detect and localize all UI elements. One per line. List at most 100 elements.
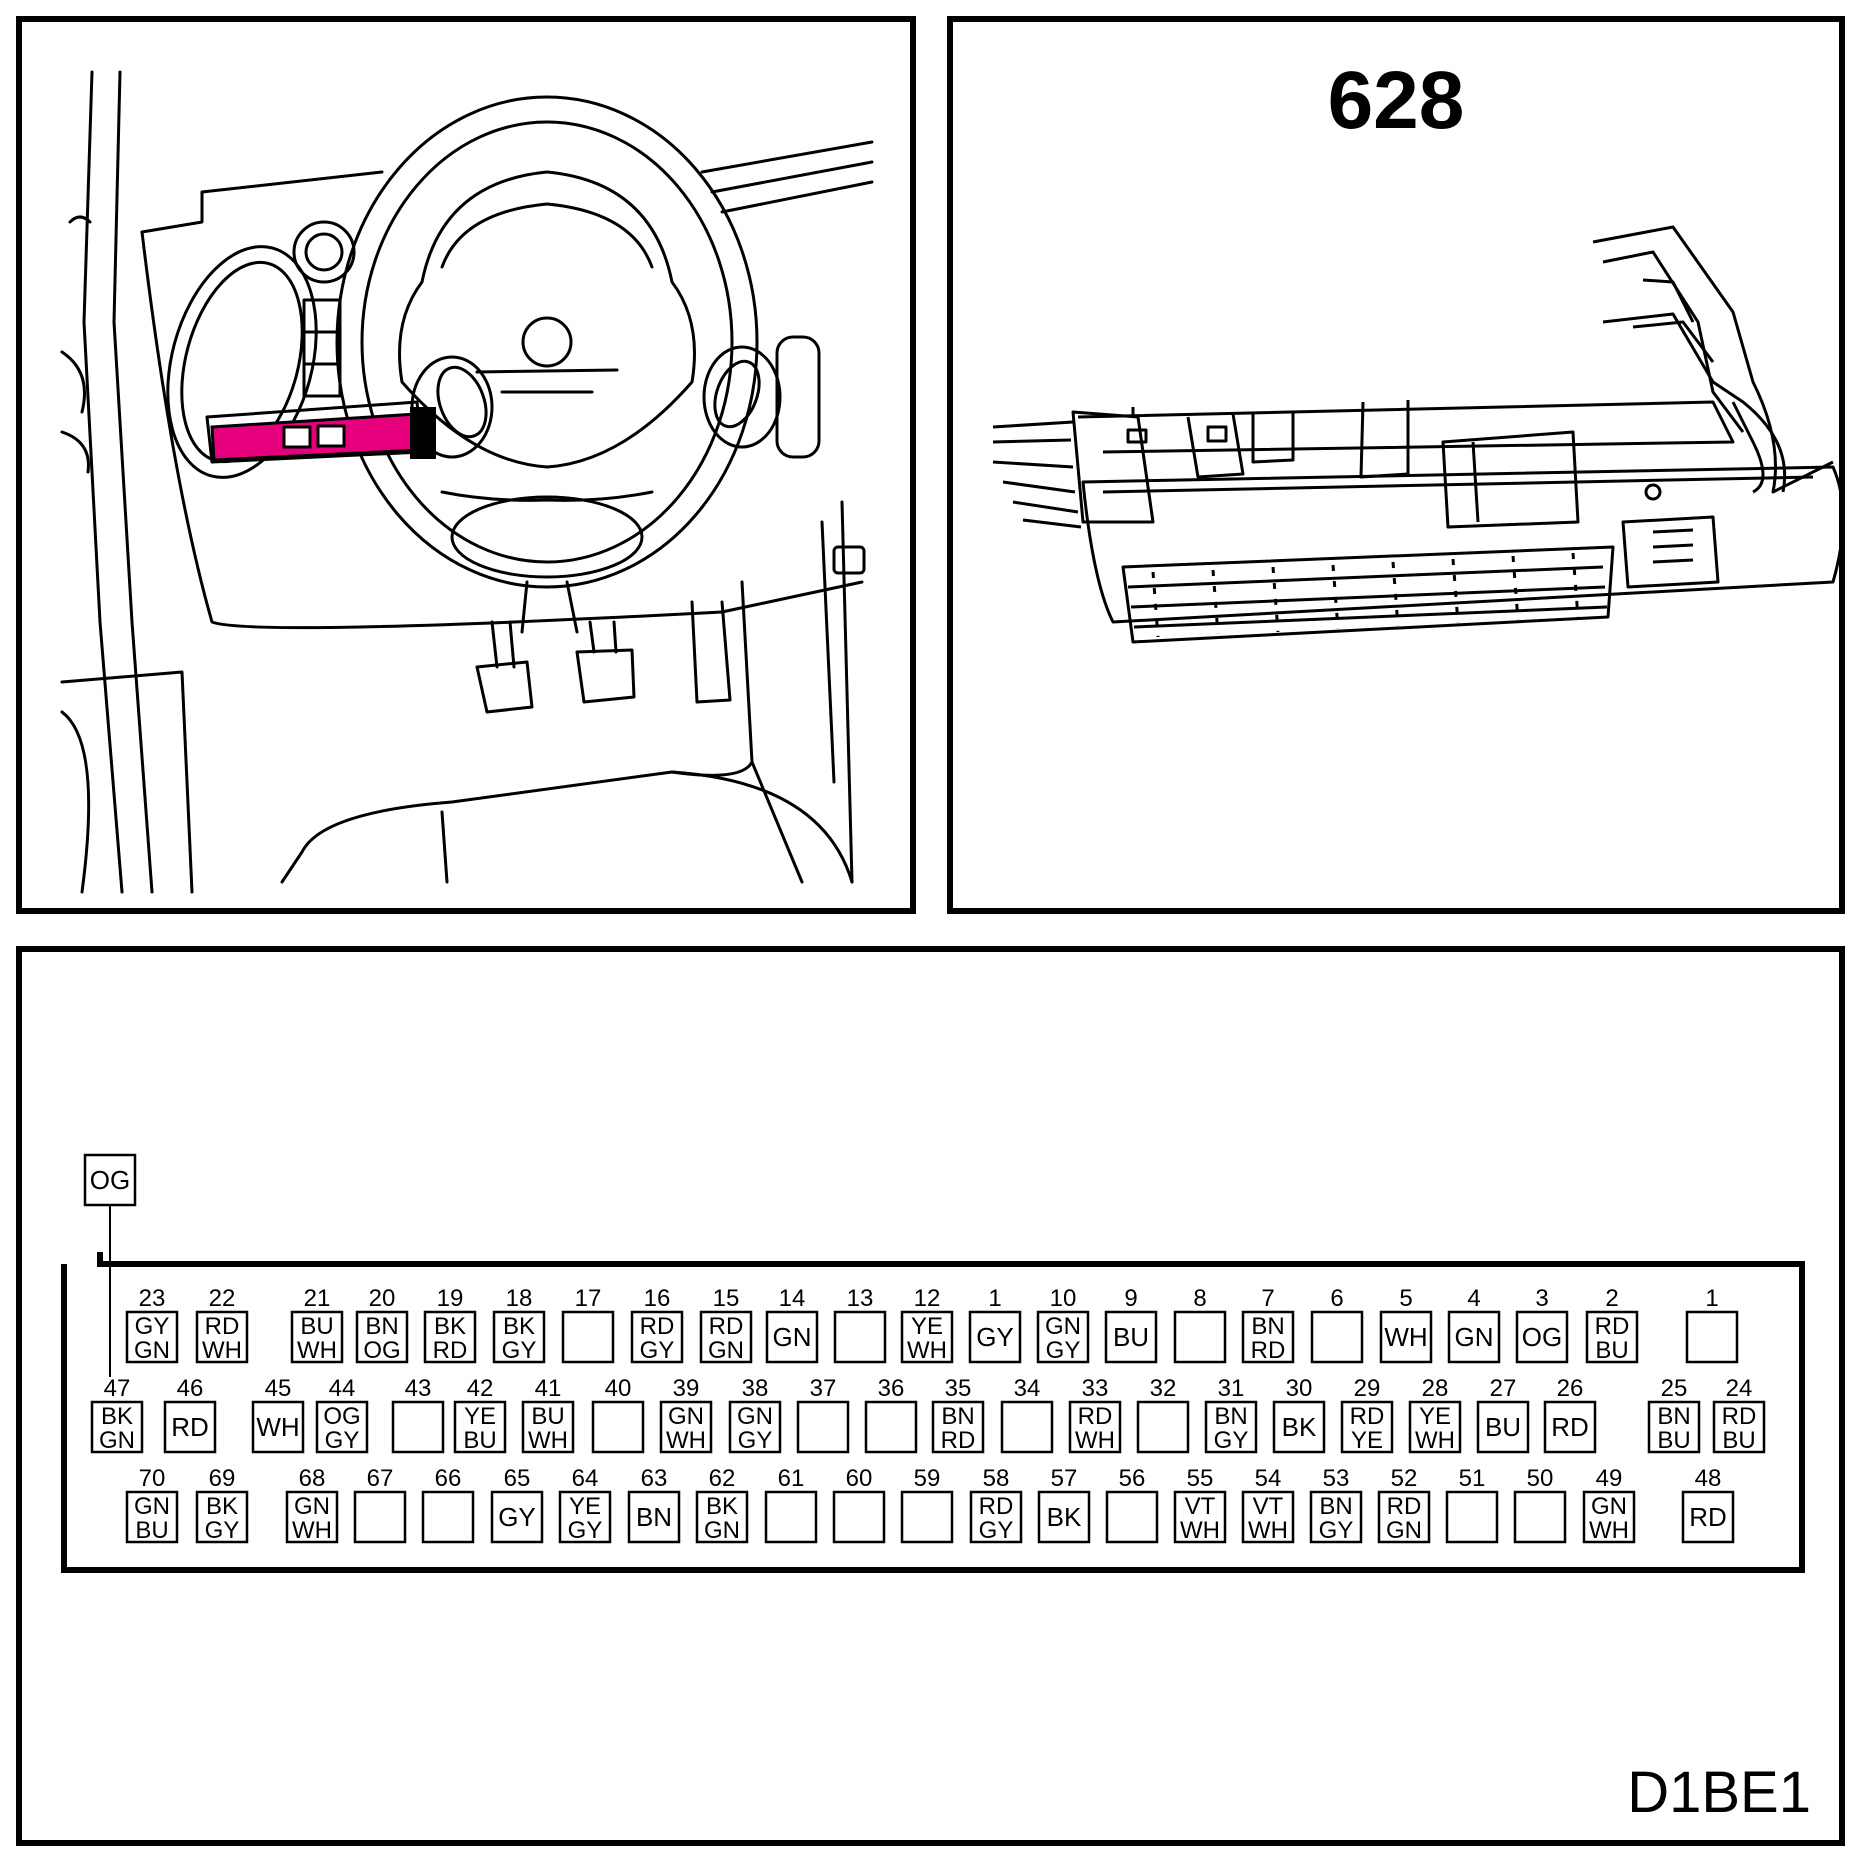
- pin-number: 53: [1323, 1465, 1350, 1492]
- wire-color-secondary: WH: [1248, 1517, 1288, 1544]
- wire-color-primary: VT: [1253, 1493, 1284, 1520]
- pin-box: [1104, 1310, 1158, 1364]
- pin-number: 43: [405, 1375, 432, 1402]
- wire-color-label: RD: [1689, 1502, 1727, 1532]
- pin-40: 40: [591, 1375, 645, 1454]
- pin-number: 24: [1726, 1375, 1753, 1402]
- pin-number: 25: [1661, 1375, 1688, 1402]
- pin-8: 8: [1173, 1285, 1227, 1364]
- wire-color-primary: BN: [1657, 1403, 1690, 1430]
- wire-color-primary: RD: [1078, 1403, 1113, 1430]
- pin-box: [285, 1490, 339, 1544]
- pin-box: [796, 1400, 850, 1454]
- wire-color-primary: YE: [911, 1313, 943, 1340]
- pin-number: 57: [1051, 1465, 1078, 1492]
- connector-drawing: [992, 225, 1839, 644]
- pin-number: 28: [1422, 1375, 1449, 1402]
- wire-color-label: GN: [773, 1322, 812, 1352]
- wire-color-primary: YE: [464, 1403, 496, 1430]
- pin-number: 16: [644, 1285, 671, 1312]
- wire-color-secondary: WH: [1589, 1517, 1629, 1544]
- wire-color-secondary: GY: [502, 1337, 537, 1364]
- wire-color-label: GN: [1455, 1322, 1494, 1352]
- wire-color-primary: GN: [134, 1493, 170, 1520]
- wire-color-primary: BN: [1214, 1403, 1247, 1430]
- wire-color-primary: GN: [737, 1403, 773, 1430]
- pin-3: 3OG: [1515, 1285, 1569, 1364]
- wire-color-secondary: BU: [135, 1517, 168, 1544]
- pin-number: 23: [139, 1285, 166, 1312]
- pin-number: 62: [709, 1465, 736, 1492]
- pin-box: [125, 1490, 179, 1544]
- pin-box: [1513, 1490, 1567, 1544]
- wire-color-primary: RD: [640, 1313, 675, 1340]
- wire-color-primary: BN: [941, 1403, 974, 1430]
- pin-box: [1515, 1310, 1569, 1364]
- wire-color-secondary: GY: [979, 1517, 1014, 1544]
- wire-color-label: BU: [1485, 1412, 1521, 1442]
- pin-box: [1340, 1400, 1394, 1454]
- connector-illustration-panel: 628: [947, 16, 1845, 914]
- wire-color-primary: YE: [569, 1493, 601, 1520]
- wire-color-primary: RD: [1387, 1493, 1422, 1520]
- wire-color-secondary: BU: [463, 1427, 496, 1454]
- pin-box: [90, 1400, 144, 1454]
- wire-color-secondary: RD: [1251, 1337, 1286, 1364]
- pin-6: 6: [1310, 1285, 1364, 1364]
- pin-number: 5: [1399, 1285, 1412, 1312]
- pin-box: [1445, 1490, 1499, 1544]
- wire-color-primary: GN: [294, 1493, 330, 1520]
- pin-box: [558, 1490, 612, 1544]
- wire-color-secondary: GN: [99, 1427, 135, 1454]
- pin-box: [195, 1310, 249, 1364]
- pin-number: 27: [1490, 1375, 1517, 1402]
- pin-number: 32: [1150, 1375, 1177, 1402]
- pin-number: 63: [641, 1465, 668, 1492]
- pin-number: 19: [437, 1285, 464, 1312]
- pin-number: 15: [713, 1285, 740, 1312]
- pin-box: [1685, 1310, 1739, 1364]
- wire-color-secondary: GN: [708, 1337, 744, 1364]
- pin-1: 1: [1685, 1285, 1739, 1364]
- pin-number: 40: [605, 1375, 632, 1402]
- wire-color-secondary: OG: [363, 1337, 400, 1364]
- pin-number: 33: [1082, 1375, 1109, 1402]
- wire-color-label: GY: [976, 1322, 1014, 1352]
- wire-color-primary: VT: [1185, 1493, 1216, 1520]
- pin-box: [1241, 1310, 1295, 1364]
- pin-number: 29: [1354, 1375, 1381, 1402]
- wire-color-label: RD: [1551, 1412, 1589, 1442]
- isolated-pin: OG: [83, 1153, 137, 1207]
- wire-color-label: GY: [498, 1502, 536, 1532]
- connector-id: 628: [1327, 55, 1465, 146]
- pin-box: [695, 1490, 749, 1544]
- pin-box: [353, 1490, 407, 1544]
- pin-36: 36: [864, 1375, 918, 1454]
- pin-box: [1136, 1400, 1190, 1454]
- pin-number: 50: [1527, 1465, 1554, 1492]
- wire-color-secondary: WH: [1415, 1427, 1455, 1454]
- pin-box: [1647, 1400, 1701, 1454]
- pin-51: 51: [1445, 1465, 1499, 1544]
- pin-box: [315, 1400, 369, 1454]
- pin-number: 48: [1695, 1465, 1722, 1492]
- pin-box: [833, 1310, 887, 1364]
- pin-number: 66: [435, 1465, 462, 1492]
- pin-number: 6: [1330, 1285, 1343, 1312]
- pin-number: 58: [983, 1465, 1010, 1492]
- pin-number: 39: [673, 1375, 700, 1402]
- pin-61: 61: [764, 1465, 818, 1544]
